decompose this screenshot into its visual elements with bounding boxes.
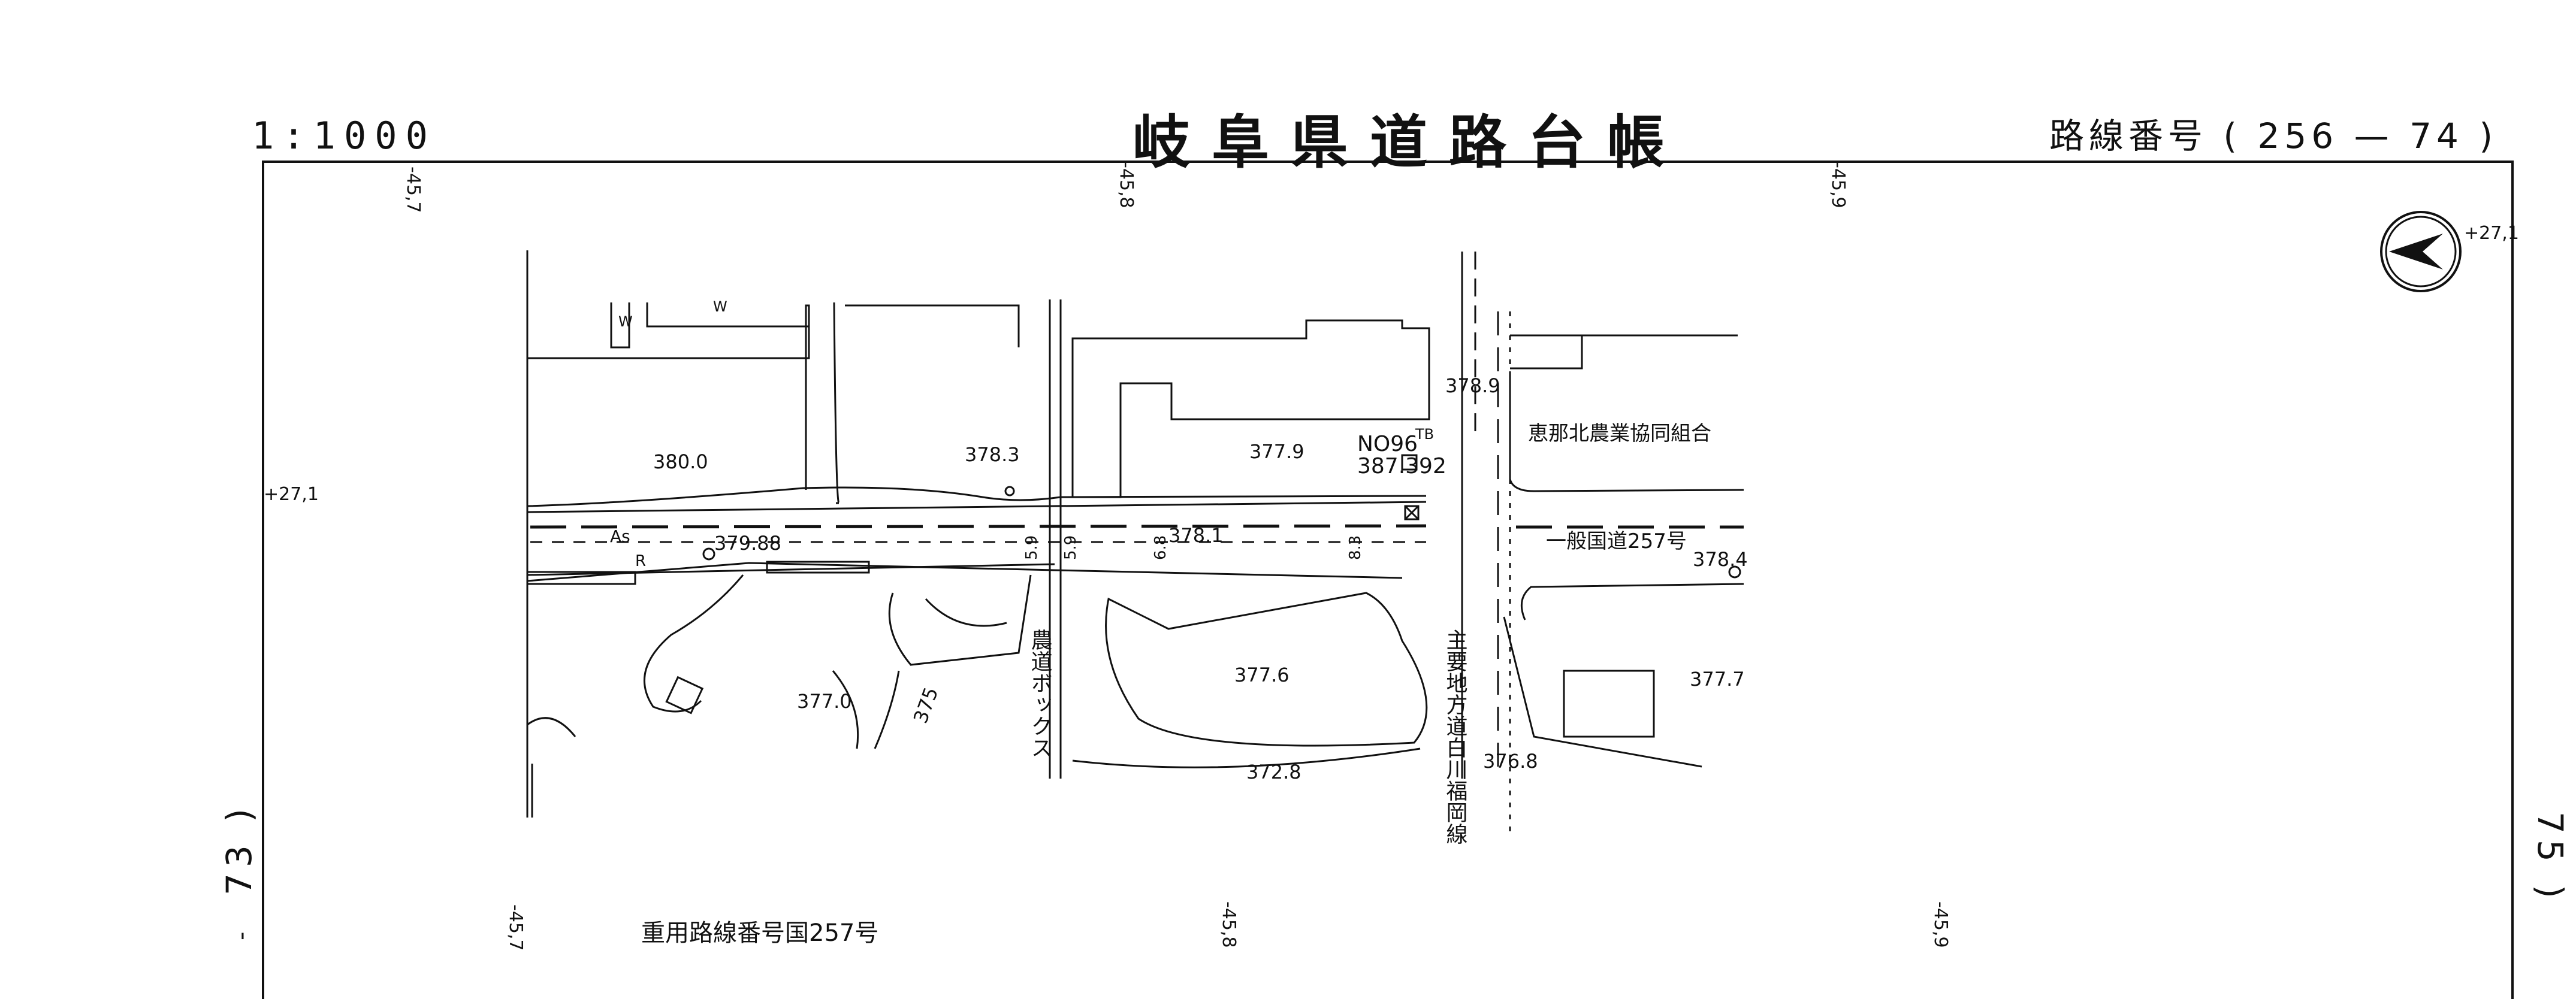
width-8-3-a: 8.3 <box>1346 535 1364 560</box>
prefectural-road-label-text: 主要地方道白川福岡線 <box>1443 629 1468 844</box>
map-drawing: 380.0 378.3 377.9 378.9 379.88 378.1 378… <box>526 250 1748 844</box>
surface-as: As <box>610 526 630 546</box>
left-tick: +27,1 <box>264 484 319 505</box>
culvert-label-text: 農道ボックス <box>1028 629 1052 758</box>
elev-380-0: 380.0 <box>653 450 708 473</box>
elev-377-0: 377.0 <box>797 690 852 713</box>
elev-372-8: 372.8 <box>1246 761 1301 783</box>
retaining-r: R <box>635 552 646 570</box>
benchmark-value: 387.392 <box>1357 454 1446 479</box>
small-label-w2: W <box>713 298 727 315</box>
right-tick: +27,1 <box>2464 223 2519 244</box>
benchmark-code: TB <box>1415 426 1434 443</box>
road-label-national-257: 一般国道257号 <box>1546 529 1687 553</box>
elev-377-7: 377.7 <box>1690 668 1745 691</box>
map-frame <box>262 161 2514 999</box>
width-5-9-b: 5.9 <box>1062 535 1080 560</box>
elev-378-3: 378.3 <box>965 443 1020 466</box>
benchmark-id: NO96 <box>1357 432 1418 456</box>
building-label-coop: 恵那北農業協同組合 <box>1528 422 1711 446</box>
north-arrow-icon <box>2380 211 2462 292</box>
contour-375: 375 <box>909 684 943 726</box>
prefectural-road-label: 主要地方道白川福岡線 <box>1443 629 1468 844</box>
route-number: 路線番号 ( 256 — 74 ) <box>2049 116 2498 156</box>
page-title: 岐阜県道路台帳 <box>1133 108 1686 176</box>
elev-378-1: 378.1 <box>1168 524 1224 547</box>
culvert-label: 農道ボックス <box>1028 629 1052 758</box>
width-5-9-a: 5.9 <box>1023 535 1041 560</box>
small-label-w1: W <box>618 313 633 330</box>
elev-376-8: 376.8 <box>1483 750 1538 773</box>
elev-379-88: 379.88 <box>714 532 781 555</box>
elev-377-6: 377.6 <box>1234 664 1289 686</box>
elev-378-4: 378.4 <box>1693 548 1748 571</box>
elev-378-9: 378.9 <box>1445 374 1500 397</box>
elev-377-9: 377.9 <box>1249 440 1304 463</box>
width-6-8: 6.8 <box>1152 535 1170 560</box>
map-scale: 1:1000 <box>252 114 436 158</box>
